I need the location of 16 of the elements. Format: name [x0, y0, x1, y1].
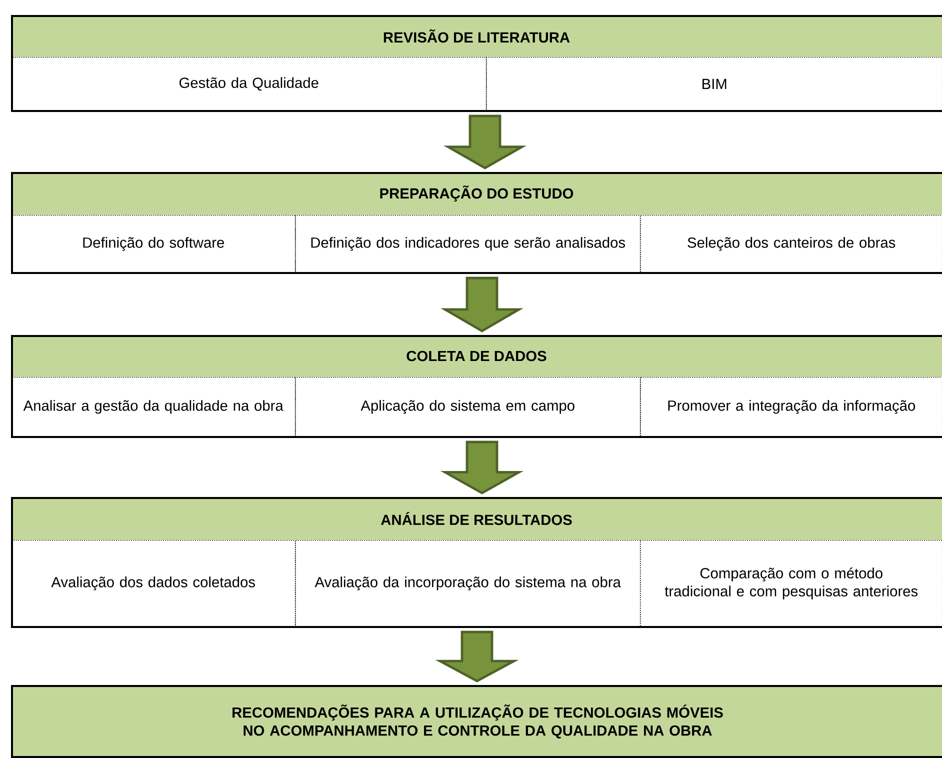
- block-arrow: [440, 440, 524, 494]
- table-cell: Aplicação do sistema em campo: [295, 377, 641, 437]
- result-box: RECOMENDAÇÕES PARA A UTILIZAÇÃO DE TECNOLOGIAS MÓVEIS NO ACOMPANHAMENTO E CONTROLE DA QUALIDADE NA OBRA: [11, 685, 942, 758]
- table-cell: Promover a integração da informação: [640, 377, 942, 437]
- block-arrow: [435, 630, 519, 682]
- table-cell: Gestão da Qualidade: [11, 57, 487, 111]
- block-arrow: [444, 114, 527, 170]
- block-arrow: [440, 276, 524, 332]
- table-cell: Seleção dos canteiros de obras: [640, 215, 942, 273]
- table-cell: Analisar a gestão da qualidade na obra: [11, 377, 296, 437]
- table-cell: Avaliação da incorporação do sistema na obra: [295, 540, 641, 627]
- table-cell: BIM: [486, 57, 942, 111]
- table-cell: Definição do software: [11, 215, 296, 273]
- table-cell: Comparação com o método tradicional e com pesquisas anteriores: [640, 540, 942, 627]
- table-cell: Definição dos indicadores que serão analisados: [295, 215, 641, 273]
- table-cell: Avaliação dos dados coletados: [11, 540, 296, 627]
